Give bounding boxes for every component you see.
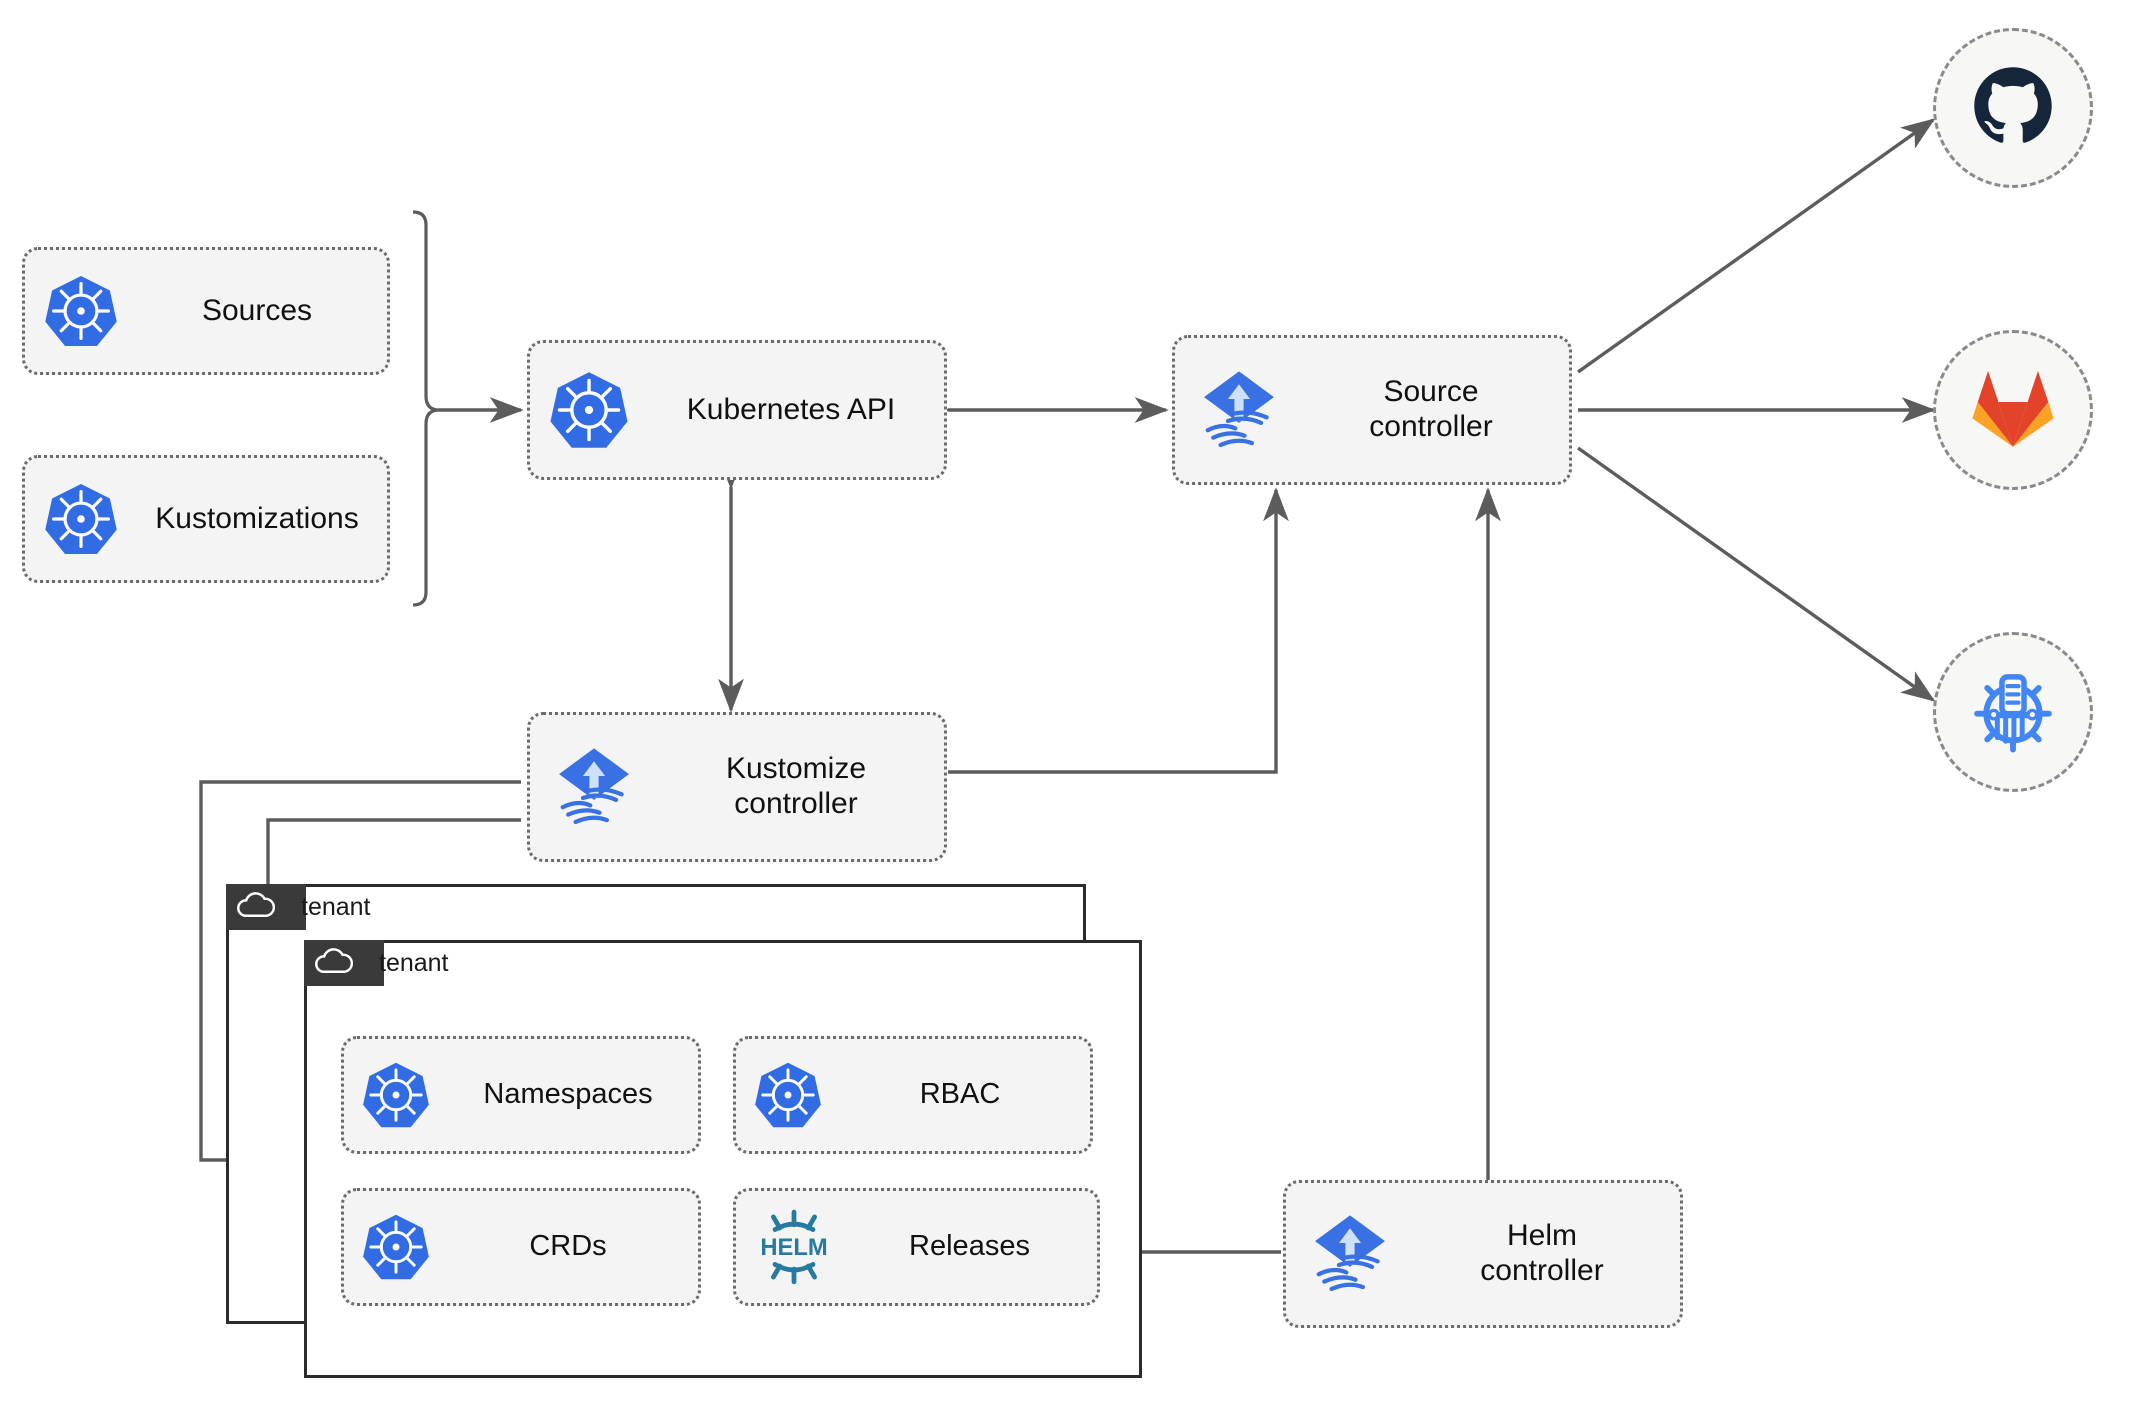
flux-icon	[530, 741, 658, 833]
wire-source-github	[1577, 118, 1936, 374]
github-icon	[1969, 62, 2057, 155]
node-label: CRDs	[529, 1230, 607, 1263]
node-kustomizations[interactable]: Kustomizations	[22, 455, 390, 583]
node-kubernetes-api[interactable]: Kubernetes API	[527, 340, 947, 480]
kubernetes-icon	[344, 1212, 448, 1282]
kubernetes-icon	[530, 369, 648, 451]
tenant-tab	[304, 940, 384, 986]
node-namespaces[interactable]: Namespaces	[341, 1036, 701, 1154]
node-releases[interactable]: HELM Releases	[733, 1188, 1100, 1306]
kubernetes-icon	[25, 481, 137, 557]
node-sources[interactable]: Sources	[22, 247, 390, 375]
wire-kustomize-source	[948, 487, 1289, 774]
tenant-tab	[226, 884, 306, 930]
external-source-bucket[interactable]	[1933, 632, 2093, 792]
node-label: Kustomizations	[155, 501, 359, 535]
node-label: Kubernetes API	[686, 392, 896, 426]
node-label: Sources	[201, 293, 313, 327]
external-source-github[interactable]	[1933, 28, 2093, 188]
wire-crd-brace	[412, 210, 440, 607]
gitlab-icon	[1970, 367, 2056, 454]
external-source-gitlab[interactable]	[1933, 330, 2093, 490]
node-label: Source controller	[1369, 375, 1493, 443]
node-label: Namespaces	[483, 1078, 653, 1111]
cloud-icon	[313, 947, 354, 980]
kubernetes-icon	[344, 1060, 448, 1130]
tenant-title: tenant	[301, 892, 371, 921]
node-kustomize-controller[interactable]: Kustomize controller	[527, 712, 947, 862]
bucket-icon	[1967, 664, 2059, 761]
flux-icon	[1286, 1208, 1414, 1300]
node-label: Releases	[909, 1230, 1030, 1263]
node-crds[interactable]: CRDs	[341, 1188, 701, 1306]
kubernetes-icon	[736, 1060, 840, 1130]
kubernetes-icon	[25, 273, 137, 349]
tenant-box-front[interactable]: tenant	[304, 940, 1142, 1378]
node-label: Kustomize controller	[725, 752, 867, 820]
svg-text:HELM: HELM	[760, 1234, 827, 1261]
node-label: RBAC	[919, 1078, 1001, 1111]
node-source-controller[interactable]: Source controller	[1172, 335, 1572, 485]
flux-icon	[1175, 364, 1303, 456]
node-rbac[interactable]: RBAC	[733, 1036, 1093, 1154]
helm-icon: HELM	[736, 1209, 852, 1285]
tenant-title: tenant	[379, 948, 449, 977]
wire-source-bucket	[1577, 446, 1936, 702]
node-label: Helm controller	[1480, 1219, 1604, 1287]
cloud-icon	[235, 891, 276, 924]
node-helm-controller[interactable]: Helm controller	[1283, 1180, 1683, 1328]
